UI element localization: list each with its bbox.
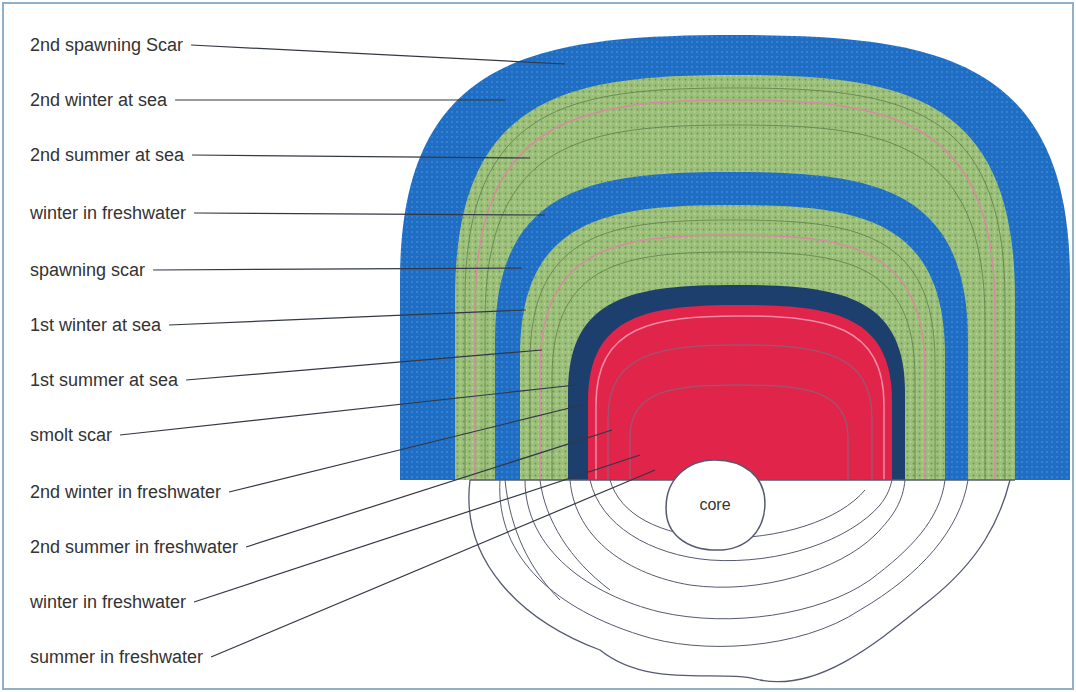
leader-line bbox=[153, 268, 522, 270]
stage-label: 2nd summer at sea bbox=[30, 144, 184, 166]
leader-line bbox=[229, 405, 582, 492]
stage-label: 2nd summer in freshwater bbox=[30, 536, 238, 558]
leader-line bbox=[169, 310, 526, 325]
leader-line bbox=[120, 385, 576, 435]
leader-line bbox=[194, 213, 545, 215]
stage-label: 2nd spawning Scar bbox=[30, 34, 183, 56]
stage-label: winter in freshwater bbox=[30, 591, 186, 613]
stage-label: 2nd winter at sea bbox=[30, 89, 167, 111]
stage-label: 1st summer at sea bbox=[30, 369, 178, 391]
core-label: core bbox=[699, 496, 730, 514]
leader-line bbox=[194, 455, 640, 602]
stage-label: 2nd winter in freshwater bbox=[30, 481, 221, 503]
leader-line bbox=[211, 470, 655, 657]
leader-line bbox=[175, 99, 505, 100]
stage-label: 1st winter at sea bbox=[30, 314, 161, 336]
leader-line bbox=[191, 45, 565, 64]
leader-line bbox=[246, 430, 612, 547]
stage-label: summer in freshwater bbox=[30, 646, 203, 668]
stage-label: spawning scar bbox=[30, 259, 145, 281]
scale-core: core bbox=[663, 458, 767, 552]
stage-label: smolt scar bbox=[30, 424, 112, 446]
leader-line bbox=[186, 350, 542, 380]
stage-label: winter in freshwater bbox=[30, 202, 186, 224]
leader-line bbox=[192, 155, 530, 158]
